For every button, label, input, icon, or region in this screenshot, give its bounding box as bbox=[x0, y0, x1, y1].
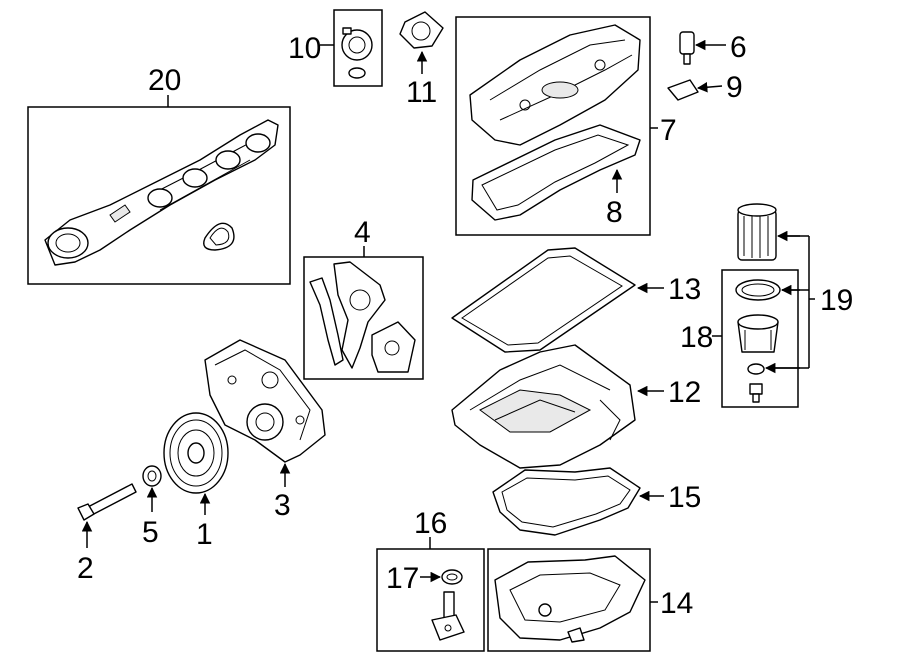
upper-oil-pan-part bbox=[451, 344, 636, 469]
oil-filter-element-part bbox=[737, 203, 777, 261]
dipstick-tube-part bbox=[431, 591, 465, 641]
box-upper-oil-pan bbox=[487, 548, 651, 652]
sensor-part bbox=[679, 31, 695, 65]
filler-plate-part bbox=[399, 11, 444, 49]
box-oil-filler-cap bbox=[333, 9, 383, 87]
drain-plug-seal-part bbox=[747, 363, 765, 375]
washer-part bbox=[142, 465, 162, 487]
callout-5: 5 bbox=[142, 516, 159, 549]
intake-manifold-part bbox=[44, 119, 279, 266]
callout-18: 18 bbox=[680, 321, 713, 354]
box-valve-cover bbox=[455, 16, 651, 236]
timing-gaskets-part bbox=[309, 261, 416, 373]
valve-cover-gasket-part bbox=[471, 124, 641, 221]
callout-2: 2 bbox=[77, 552, 94, 585]
callout-12: 12 bbox=[668, 376, 701, 409]
crank-bolt-part bbox=[77, 483, 137, 521]
lower-pan-gasket-part bbox=[492, 467, 641, 536]
oil-filter-oring-part bbox=[735, 279, 781, 301]
callout-16: 16 bbox=[414, 507, 447, 540]
box-oil-filter bbox=[721, 269, 799, 408]
sensor-seal-part bbox=[667, 79, 699, 101]
drain-plug-part bbox=[749, 383, 763, 403]
dipstick-seal-part bbox=[441, 569, 463, 585]
callout-13: 13 bbox=[668, 273, 701, 306]
callout-15: 15 bbox=[668, 481, 701, 514]
timing-cover-part bbox=[204, 339, 326, 463]
callout-7: 7 bbox=[660, 114, 677, 147]
box-intake-manifold bbox=[27, 106, 291, 285]
callout-6: 6 bbox=[730, 31, 747, 64]
lower-oil-pan-part bbox=[494, 555, 646, 643]
upper-pan-gasket-part bbox=[451, 247, 636, 353]
callout-1: 1 bbox=[196, 518, 213, 551]
callout-9: 9 bbox=[726, 71, 743, 104]
valve-cover-part bbox=[469, 24, 641, 146]
callout-14: 14 bbox=[660, 587, 693, 620]
leader-9 bbox=[696, 81, 723, 93]
callout-3: 3 bbox=[274, 489, 291, 522]
callout-19: 19 bbox=[820, 284, 853, 317]
callout-17: 17 bbox=[386, 562, 419, 595]
callout-10: 10 bbox=[288, 32, 321, 65]
oil-filter-cap-part bbox=[737, 314, 779, 353]
callout-8: 8 bbox=[606, 196, 623, 229]
crank-pulley-part bbox=[163, 412, 229, 494]
callout-11: 11 bbox=[406, 76, 437, 109]
oil-filler-cap-part bbox=[341, 27, 373, 79]
callout-4: 4 bbox=[354, 216, 371, 249]
callout-20: 20 bbox=[148, 64, 181, 97]
